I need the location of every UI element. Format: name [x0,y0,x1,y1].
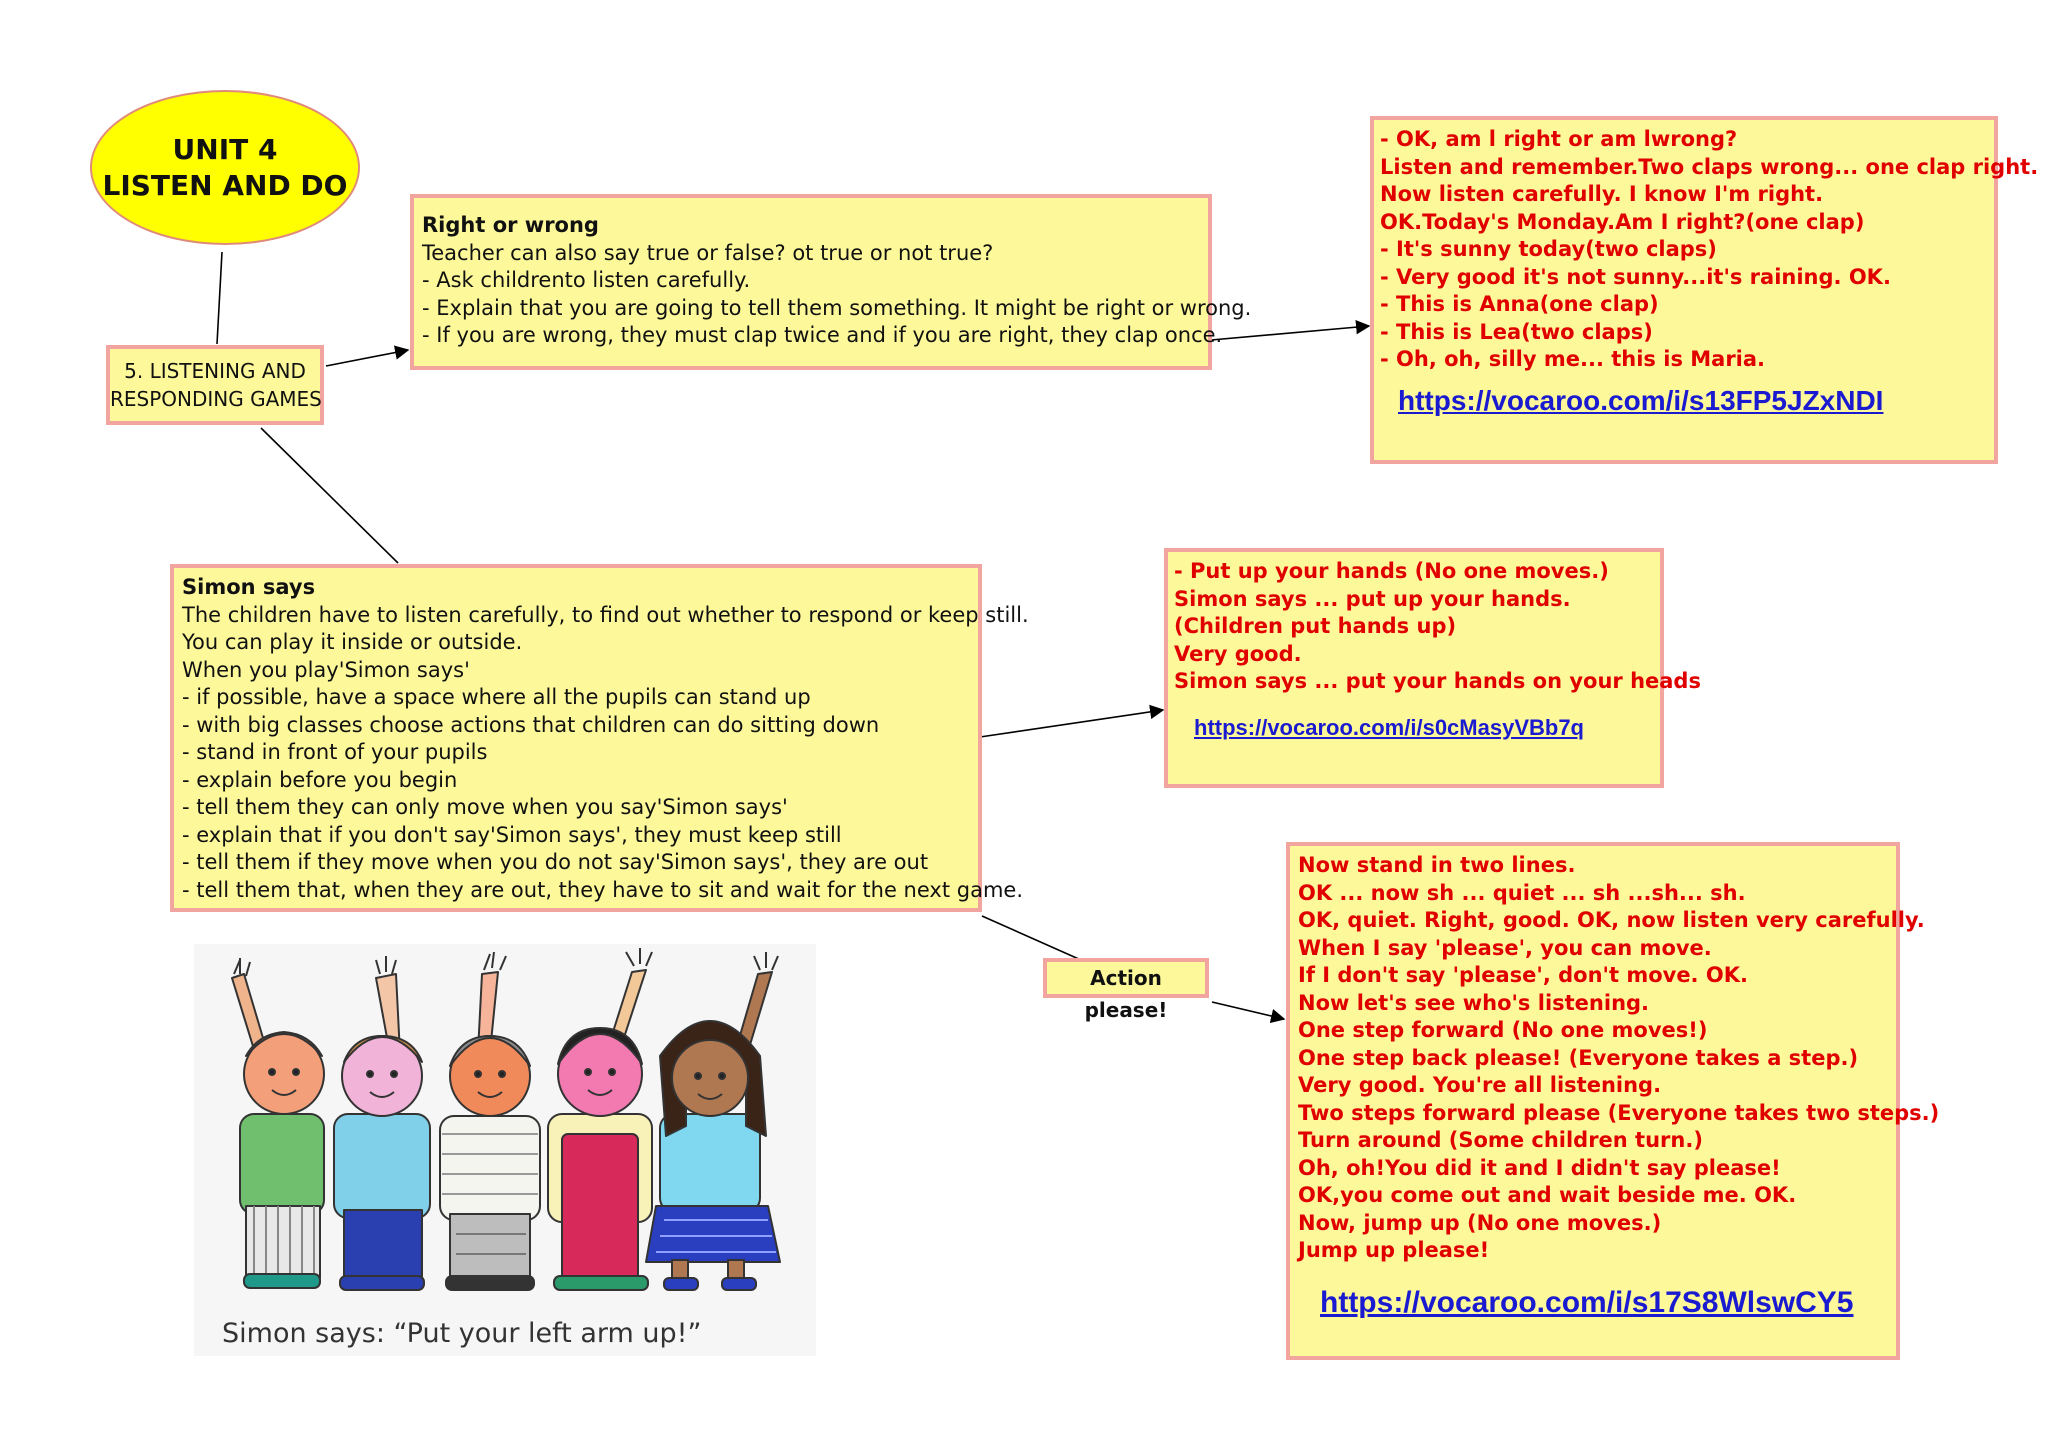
script-line: OK,you come out and wait beside me. OK. [1298,1183,1797,1207]
right-or-wrong-line: - If you are wrong, they must clap twice… [422,323,1223,347]
right-or-wrong-box: Right or wrong Teacher can also say true… [410,194,1252,370]
script-line: - This is Anna(one clap) [1380,292,1659,316]
simon-says-line: - explain that if you don't say'Simon sa… [182,822,842,847]
unit-title-line2: LISTEN AND DO [102,168,348,202]
simon-says-line: - tell them they can only move when you … [182,795,788,819]
arrow-right-or-wrong-to-script [1210,319,1371,341]
line-unit-to-games [216,251,223,345]
script-line: Now listen carefully. I know I'm right. [1380,182,1824,206]
simon-says-line: - tell them that, when they are out, the… [182,877,1023,902]
vocaroo-link-simon-says[interactable]: https://vocaroo.com/i/s0cMasyVBb7q [1194,714,1584,740]
script-line: - Put up your hands (No one moves.) [1174,559,1609,583]
right-or-wrong-script-box: - OK, am l right or am lwrong? Listen an… [1370,116,2039,464]
script-line: Simon says ... put your hands on your he… [1174,669,1701,693]
simon-says-line: - tell them if they move when you do not… [182,850,929,874]
script-line: Listen and remember.Two claps wrong... o… [1380,154,2039,179]
script-line: Jump up please! [1298,1238,1490,1262]
script-line: OK, quiet. Right, good. OK, now listen v… [1298,908,1925,932]
simon-says-box: Simon says The children have to listen c… [170,564,1029,912]
script-line: Two steps forward please (Everyone takes… [1298,1100,1940,1125]
vocaroo-link-right-or-wrong[interactable]: https://vocaroo.com/i/s13FP5JZxNDI [1398,384,1884,416]
simon-says-line: - stand in front of your pupils [182,740,488,764]
unit-title-line1: UNIT 4 [172,132,278,166]
simon-says-line: - explain before you begin [182,767,458,792]
script-line: OK ... now sh ... quiet ... sh ...sh... … [1298,880,1746,905]
child-figure [547,948,653,1291]
script-line: OK.Today's Monday.Am I right?(one clap) [1380,209,1865,234]
script-line: Now, jump up (No one moves.) [1298,1210,1662,1235]
script-line: If I don't say 'please', don't move. OK. [1298,963,1748,987]
arrow-games-to-right-or-wrong [325,345,410,367]
script-line: Oh, oh!You did it and I didn't say pleas… [1298,1155,1781,1180]
listening-games-node: 5. LISTENING AND RESPONDING GAMES [106,345,324,425]
action-please-node: Action please! [1043,958,1209,1022]
child-figure [645,952,781,1291]
script-line: Simon says ... put up your hands. [1174,586,1571,611]
line-simon-to-action [981,915,1082,961]
child-figure [439,951,541,1291]
script-line: Turn around (Some children turn.) [1298,1128,1703,1152]
action-please-script-box: Now stand in two lines. OK ... now sh ..… [1286,842,1940,1360]
right-or-wrong-line: - Ask childrento listen carefully. [422,268,751,292]
script-line: - OK, am l right or am lwrong? [1380,127,1738,151]
simon-says-line: - if possible, have a space where all th… [182,685,811,709]
node-label-line1: 5. LISTENING AND [124,359,306,383]
script-line: - This is Lea(two claps) [1380,319,1653,344]
simon-says-title: Simon says [182,575,316,599]
simon-says-line: The children have to listen carefully, t… [182,602,1029,627]
children-illustration: Simon says: “Put your left arm up!” [194,944,816,1356]
script-line: - Oh, oh, silly me... this is Maria. [1380,347,1766,371]
script-line: Very good. [1174,641,1302,666]
script-line: One step forward (No one moves!) [1298,1018,1708,1042]
script-line: - It's sunny today(two claps) [1380,237,1717,261]
line-games-to-simon [260,427,399,564]
script-line: Very good. You're all listening. [1298,1073,1662,1097]
right-or-wrong-line: Teacher can also say true or false? ot t… [422,240,994,265]
simon-says-line: - with big classes choose actions that c… [182,712,880,737]
unit-title-oval: UNIT 4 LISTEN AND DO [90,90,360,245]
right-or-wrong-title: Right or wrong [422,213,599,237]
script-line: - Very good it's not sunny...it's rainin… [1380,264,1891,289]
child-figure [333,956,431,1291]
script-line: When I say 'please', you can move. [1298,935,1712,960]
node-label-line2: RESPONDING GAMES [110,387,322,411]
script-line: (Children put hands up) [1174,614,1457,638]
right-or-wrong-line: - Explain that you are going to tell the… [422,295,1252,320]
child-figure [231,958,325,1289]
vocaroo-link-action-please[interactable]: https://vocaroo.com/i/s17S8WlswCY5 [1320,1285,1854,1319]
script-line: Now let's see who's listening. [1298,990,1650,1015]
simon-says-line: When you play'Simon says' [182,657,470,682]
script-line: Now stand in two lines. [1298,853,1576,877]
children-drawing: Simon says: “Put your left arm up!” [222,948,781,1349]
arrow-simon-to-script [979,704,1165,738]
simon-says-script-box: - Put up your hands (No one moves.) Simo… [1164,548,1701,788]
script-line: One step back please! (Everyone takes a … [1298,1045,1859,1070]
simon-says-line: You can play it inside or outside. [182,630,523,654]
illustration-caption: Simon says: “Put your left arm up!” [222,1318,701,1349]
arrow-action-to-script [1211,1001,1286,1024]
